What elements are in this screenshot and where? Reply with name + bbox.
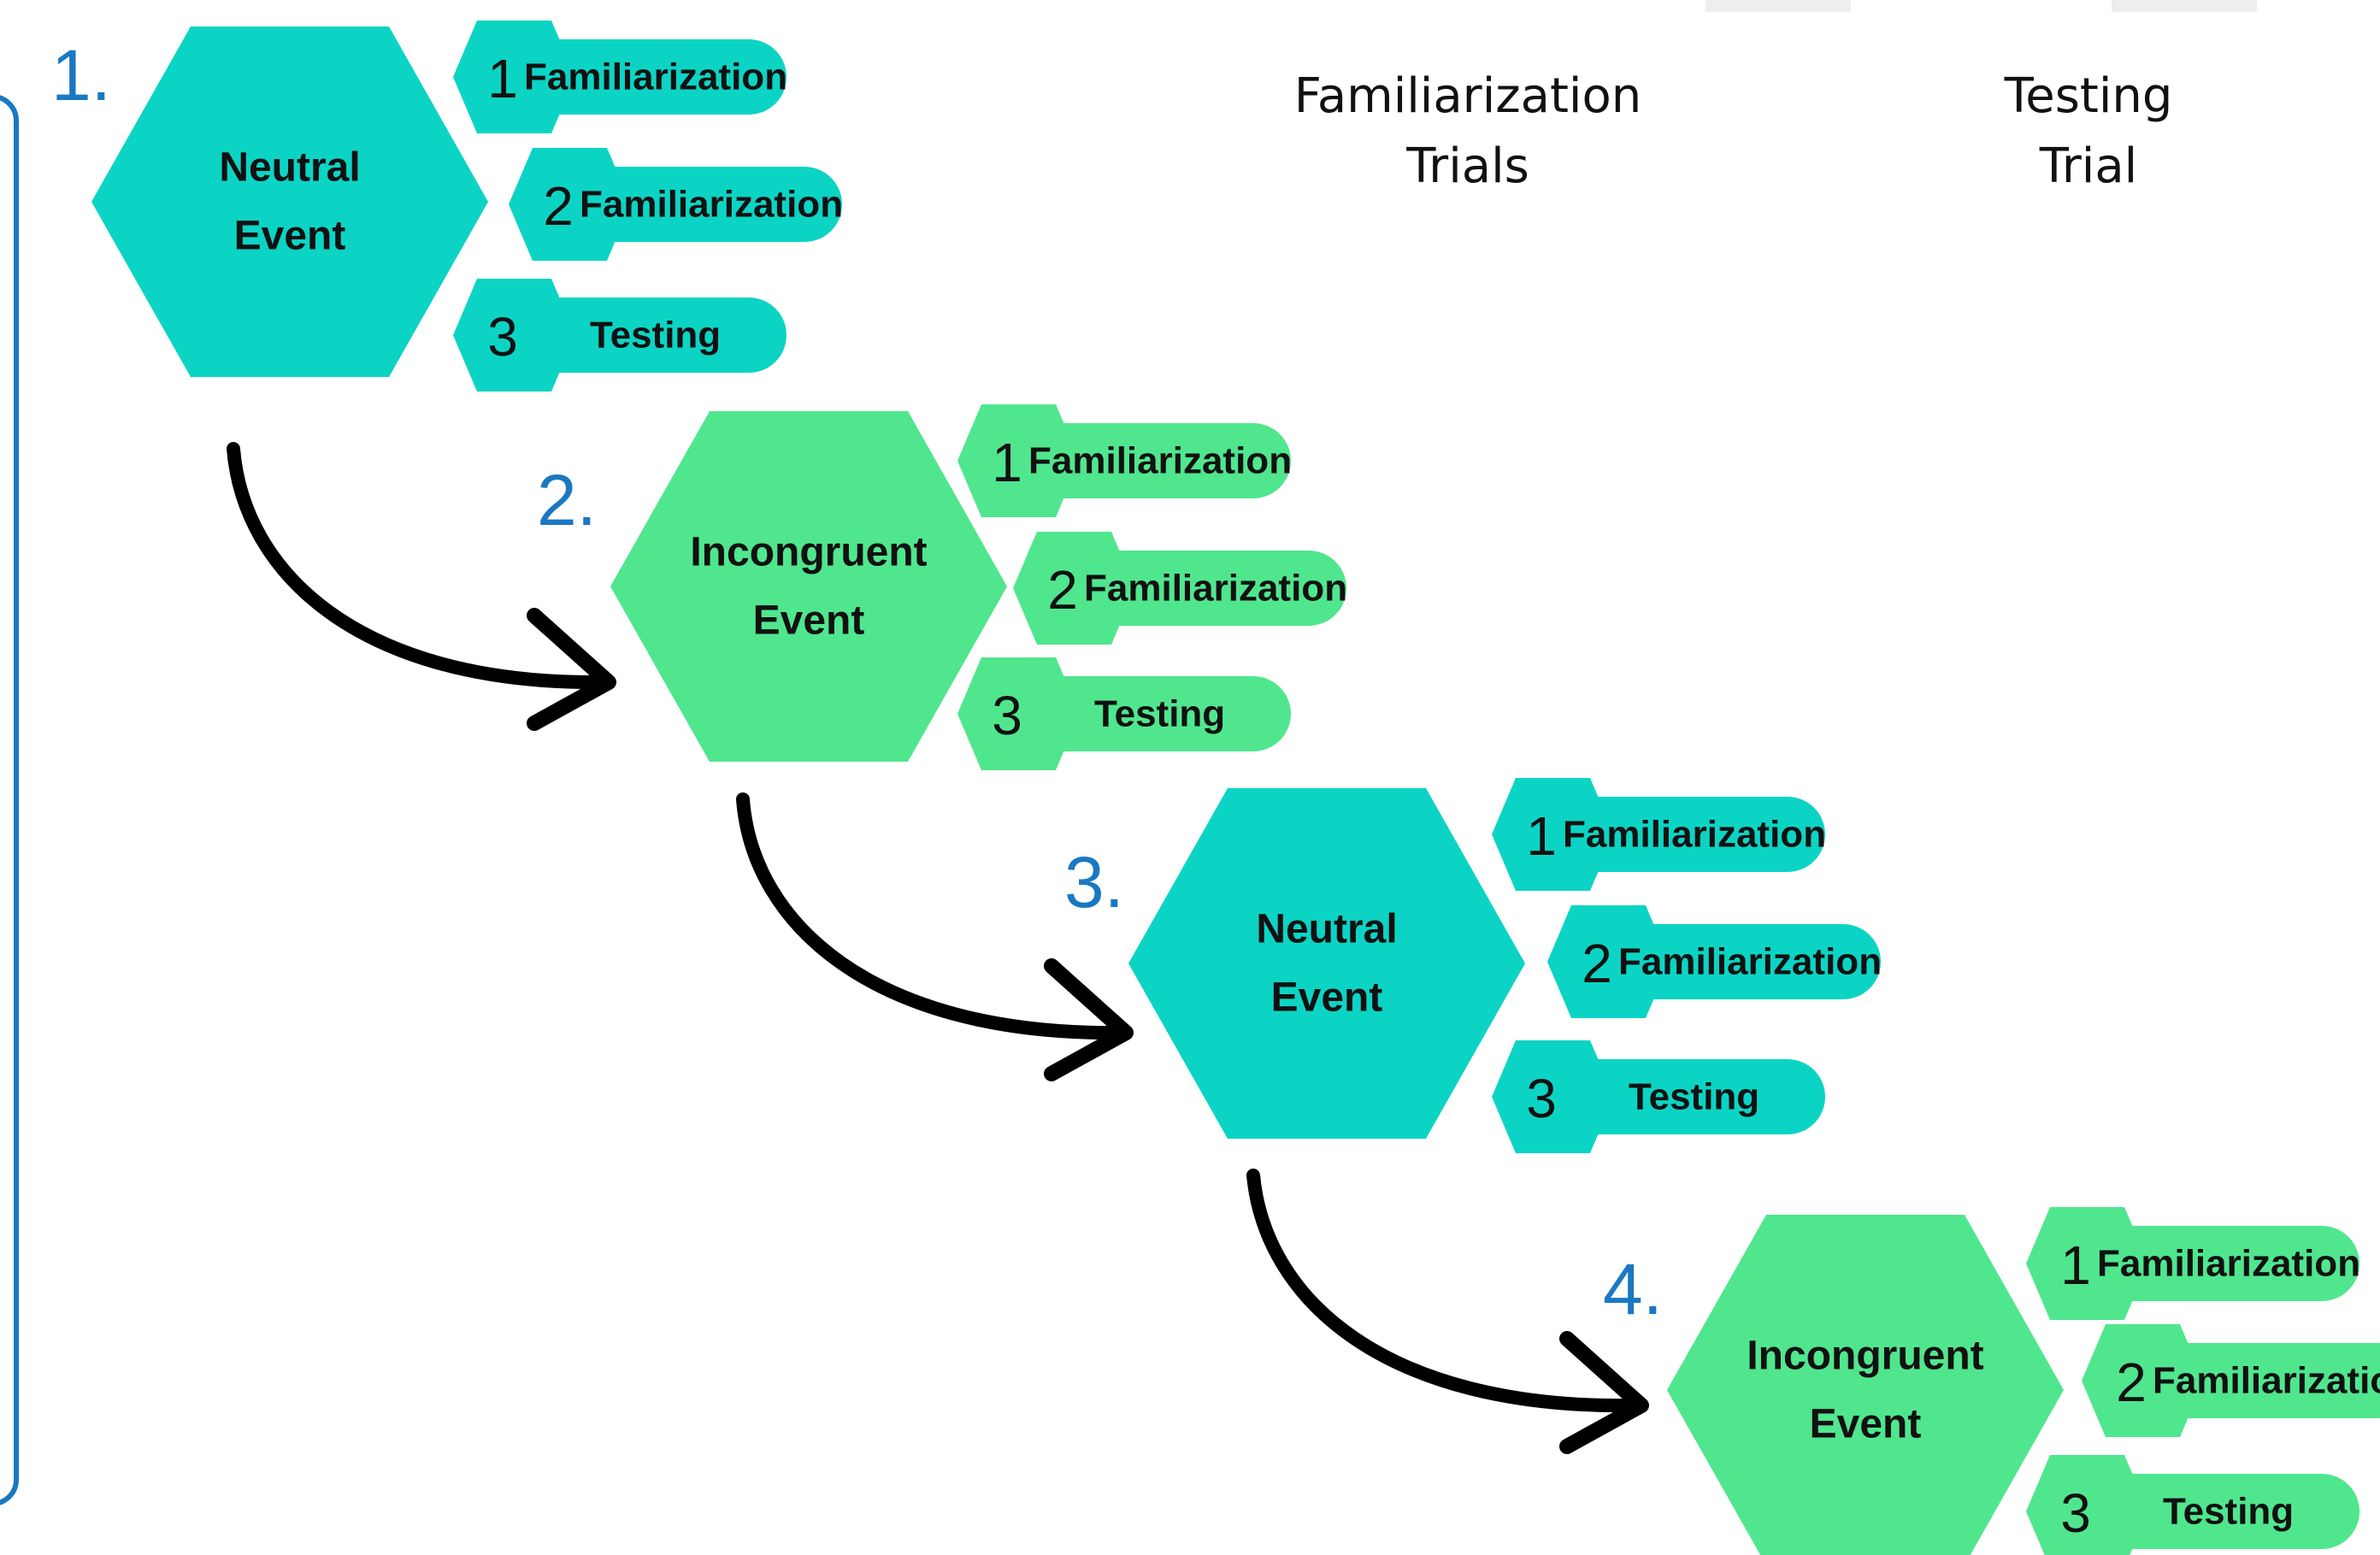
trial-number: 1 [487, 48, 518, 109]
trial-label: Familiarization [1618, 941, 1882, 983]
trial-tag-hexagon [453, 21, 575, 133]
trial-number: 3 [2060, 1482, 2091, 1544]
header-line: Familiarization [1293, 68, 1642, 124]
trial-label: Familiarization [2153, 1360, 2380, 1402]
trial-label: Testing [590, 315, 721, 356]
trial-tag-hexagon [1547, 905, 1670, 1018]
trial-number: 3 [992, 685, 1022, 746]
trial-label: Testing [1629, 1076, 1759, 1118]
step-number: 1. [51, 35, 111, 115]
neutral-event-hexagon [1128, 788, 1525, 1139]
trial-tag-hexagon [1013, 532, 1135, 645]
trial-tag-hexagon [2082, 1324, 2204, 1437]
trial-label: Familiarization [1563, 814, 1826, 856]
event-label-line: Neutral [219, 145, 360, 191]
trial-number: 1 [1526, 805, 1557, 867]
incongruent-event-hexagon [1667, 1215, 2064, 1555]
event-label-line: Incongruent [690, 530, 927, 575]
trial-tag-hexagon [453, 279, 575, 392]
trial-tag: 3 Testing [1492, 1040, 1825, 1153]
flow-arrow-curve [736, 792, 1122, 1040]
trial-tag: 3 Testing [957, 657, 1291, 770]
trial-label: Familiarization [524, 56, 787, 98]
flow-arrow-curve [1246, 1169, 1638, 1413]
step-number: 3. [1064, 842, 1124, 922]
trial-label: Testing [2163, 1491, 2294, 1533]
event-label-line: Neutral [1256, 907, 1397, 952]
header-line: Trial [2039, 138, 2138, 194]
trial-tag-hexagon [957, 404, 1080, 517]
trial-number: 2 [543, 175, 574, 237]
trial-number: 1 [992, 432, 1022, 493]
trial-tag-hexagon [957, 657, 1080, 770]
event-label-line: Event [1810, 1402, 1922, 1447]
trial-label: Familiarization [1084, 568, 1347, 610]
familiarization-trials-header: Familiarization Trials [1169, 62, 1767, 202]
trial-label: Familiarization [580, 184, 843, 226]
arrow-head-icon [1559, 1331, 1649, 1454]
familiarization-thumbnail [1705, 0, 1851, 12]
trial-tag: 3 Testing [2026, 1455, 2359, 1555]
event-label-line: Incongruent [1747, 1334, 1983, 1379]
trial-label: Testing [1094, 693, 1225, 735]
arrow-head-icon [1044, 958, 1134, 1081]
header-line: Trials [1406, 138, 1529, 194]
flow-arrow [227, 442, 616, 731]
flow-arrow [736, 792, 1134, 1081]
trial-number: 2 [1047, 559, 1078, 621]
testing-trial-header: Testing Trial [1789, 62, 2380, 202]
trial-label: Familiarization [2097, 1243, 2360, 1285]
trial-tag-hexagon [509, 148, 631, 261]
arrow-head-icon [527, 608, 616, 731]
flow-arrow [1246, 1169, 1649, 1454]
step-number: 4. [1603, 1249, 1663, 1329]
header-line: Testing [2004, 68, 2173, 124]
flow-arrow-curve [227, 442, 605, 690]
trial-number: 1 [2060, 1234, 2091, 1296]
trial-tag-hexagon [2026, 1207, 2148, 1320]
neutral-event-hexagon [91, 27, 488, 377]
incongruent-event-hexagon [610, 411, 1007, 762]
trial-tag: 3 Testing [453, 279, 786, 392]
trial-number: 3 [487, 306, 518, 368]
trial-tag-hexagon [2026, 1455, 2148, 1555]
step-number: 2. [537, 460, 597, 540]
trial-tag-hexagon [1492, 778, 1614, 891]
event-label-line: Event [234, 214, 346, 259]
trial-number: 3 [1526, 1068, 1557, 1129]
trial-tag-hexagon [1492, 1040, 1614, 1153]
event-label-line: Event [1271, 975, 1383, 1021]
trial-number: 2 [2116, 1352, 2147, 1413]
trial-label: Familiarization [1028, 440, 1292, 482]
event-label-line: Event [753, 598, 865, 644]
trial-number: 2 [1582, 933, 1612, 994]
testing-thumbnail [2112, 0, 2257, 12]
